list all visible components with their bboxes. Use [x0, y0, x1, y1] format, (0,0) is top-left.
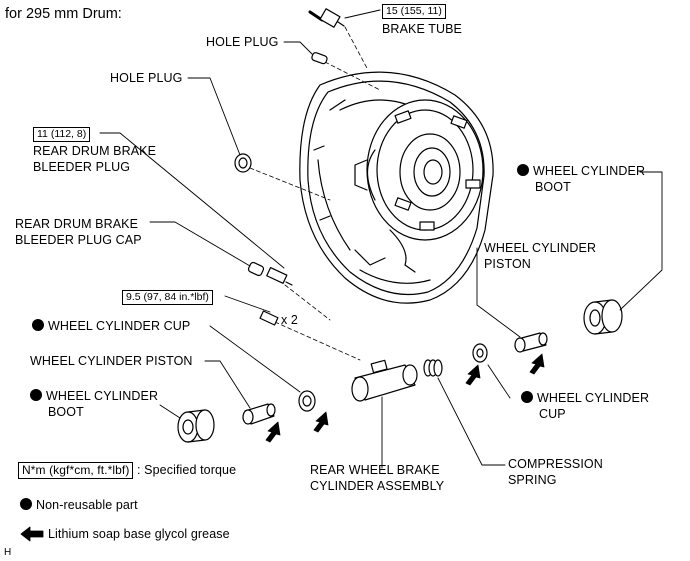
- grease-arrows: [265, 353, 545, 443]
- figure-code: H: [4, 547, 12, 558]
- leader-lines: [99, 9, 663, 469]
- cup-left-label: WHEEL CYLINDER CUP: [32, 319, 190, 334]
- diagram-title: for 295 mm Drum:: [5, 6, 122, 22]
- boot-right-label-1: WHEEL CYLINDER: [517, 164, 645, 179]
- non-reusable-dot-icon: [30, 389, 42, 401]
- hole-plug-upper-label: HOLE PLUG: [206, 35, 279, 49]
- wheel-cylinder-piston-right-part: [514, 332, 548, 353]
- bleeder-cap-label-1: REAR DRUM BRAKE: [15, 217, 139, 231]
- wheel-cylinder-cup-right-part: [472, 343, 488, 363]
- cup-right-label-2: CUP: [539, 407, 566, 421]
- legend-torque-desc: : Specified torque: [137, 463, 237, 477]
- cylinder-assembly-label-2: CYLINDER ASSEMBLY: [310, 479, 445, 493]
- wheel-cylinder-body: [351, 359, 418, 402]
- cup-right-label-1: WHEEL CYLINDER: [521, 391, 649, 406]
- bleeder-plug-torque: 11 (112, 8): [33, 127, 91, 142]
- spring-label-2: SPRING: [508, 473, 557, 487]
- wheel-cylinder-piston-left-part: [242, 403, 276, 425]
- brake-tube-fitting: [308, 8, 345, 28]
- boot-right-label-2: BOOT: [535, 180, 571, 194]
- wheel-cylinder-boot-right-part: [583, 299, 623, 335]
- bleeder-plug-label-2: BLEEDER PLUG: [33, 160, 131, 174]
- grease-legend-arrow-icon: [20, 526, 44, 542]
- boot-left-label-2: BOOT: [48, 405, 84, 419]
- piston-right-label-2: PISTON: [484, 257, 531, 271]
- boot-left-label-1: WHEEL CYLINDER: [30, 389, 158, 404]
- legend-nonreusable: Non-reusable part: [20, 498, 138, 513]
- spring-label-1: COMPRESSION: [508, 457, 603, 471]
- non-reusable-dot-icon: [32, 319, 44, 331]
- bleeder-plug: [266, 266, 293, 286]
- bleeder-plug-label-1: REAR DRUM BRAKE: [33, 144, 157, 158]
- non-reusable-dot-icon: [20, 498, 32, 510]
- hole-plug-upper: [311, 52, 328, 65]
- piston-right-label-1: WHEEL CYLINDER: [484, 241, 597, 255]
- bleeder-cap-label-2: BLEEDER PLUG CAP: [15, 233, 142, 247]
- hole-plug-left: [234, 153, 252, 173]
- brake-tube-torque: 15 (155, 11): [382, 4, 446, 19]
- non-reusable-dot-icon: [517, 164, 529, 176]
- brake-tube-label: BRAKE TUBE: [382, 22, 462, 36]
- assembly-lines: [249, 26, 381, 361]
- bleeder-plug-cap: [247, 261, 265, 277]
- wheel-cylinder-boot-left-part: [177, 409, 215, 443]
- non-reusable-dot-icon: [521, 391, 533, 403]
- cylinder-assembly-label-1: REAR WHEEL BRAKE: [310, 463, 440, 477]
- legend-grease: Lithium soap base glycol grease: [48, 527, 230, 541]
- piston-left-label: WHEEL CYLINDER PISTON: [30, 354, 193, 368]
- wheel-studs: [394, 110, 481, 231]
- hole-plug-left-label: HOLE PLUG: [110, 71, 183, 85]
- bolt-torque: 9.5 (97, 84 in.*lbf): [122, 290, 213, 305]
- compression-spring: [423, 359, 443, 377]
- mounting-bolt: [259, 310, 279, 326]
- legend-torque-box: N*m (kgf*cm, ft.*lbf): [18, 462, 134, 479]
- brake-line: [389, 229, 416, 273]
- bolt-quantity: x 2: [281, 313, 298, 327]
- legend-torque: N*m (kgf*cm, ft.*lbf) : Specified torque: [18, 462, 236, 479]
- wheel-cylinder-cup-left-part: [298, 390, 316, 412]
